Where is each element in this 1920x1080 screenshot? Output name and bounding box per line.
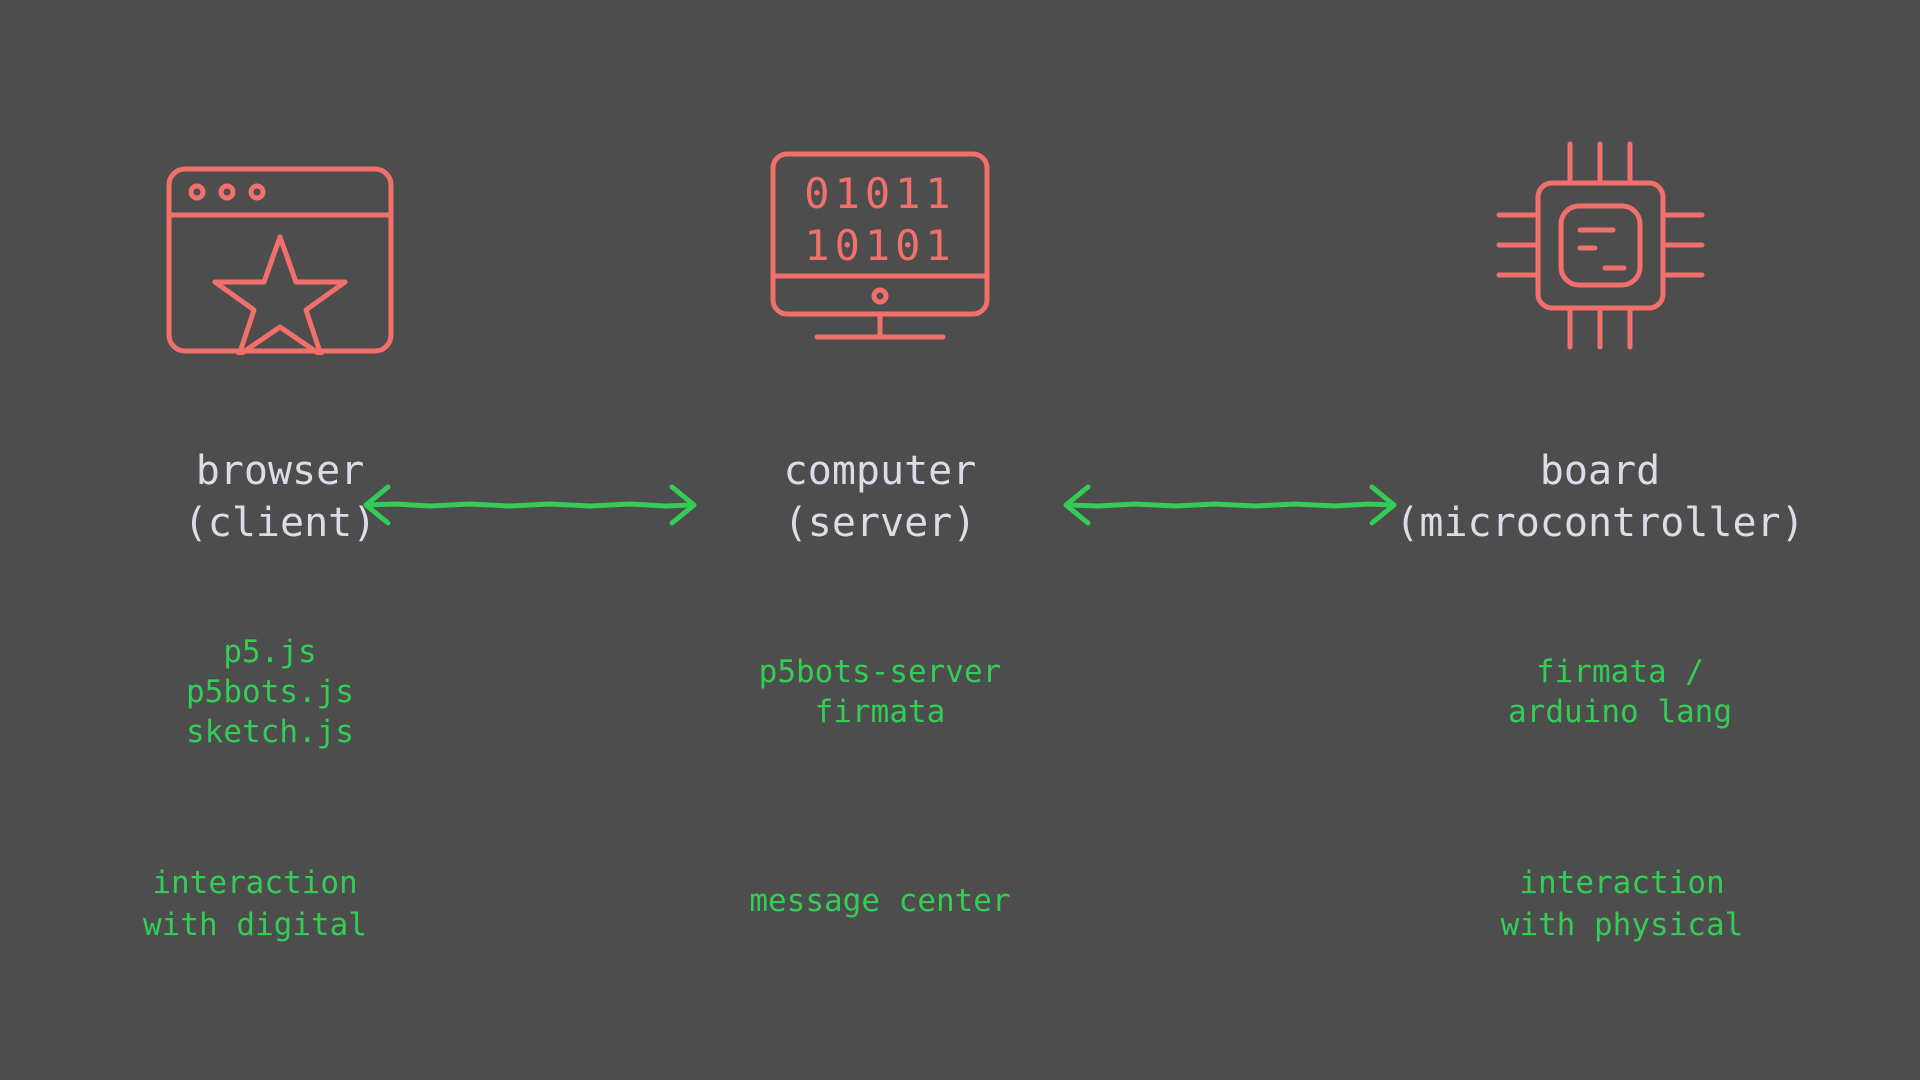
column-computer-title-line1: computer [783,448,977,494]
column-board: board (microcontroller) firmata / arduin… [1320,0,1880,1080]
column-browser-stack-line2: p5bots.js [186,674,354,710]
column-browser-stack: p5.js p5bots.js sketch.js [0,632,550,752]
monitor-binary-icon: 01011 10101 [770,151,990,340]
column-board-stack-line1: firmata / [1536,654,1704,690]
monitor-binary-row-2: 10101 [804,221,955,270]
column-computer-role-line1: message center [749,883,1011,919]
column-browser-stack-line1: p5.js [223,634,317,670]
browser-window-star-icon [166,166,394,355]
column-browser-role: interaction with digital [0,862,535,946]
column-board-title-line2: (microcontroller) [1395,500,1805,546]
column-board-role-line1: interaction [1519,865,1725,901]
arrow-computer-board [1040,470,1420,540]
column-computer-title: computer (server) [600,445,1160,549]
browser-window-star-icon-slot [0,150,560,370]
column-browser-stack-line3: sketch.js [186,714,354,750]
column-browser-role-line2: with digital [143,907,367,943]
double-headed-arrow-icon [363,484,697,526]
column-board-stack-line2: arduino lang [1508,694,1732,730]
column-board-title: board (microcontroller) [1250,445,1920,549]
column-browser-title-line2: (client) [183,500,377,546]
column-browser-role-line1: interaction [152,865,358,901]
column-browser-title-line1: browser [195,448,365,494]
arrow-browser-computer [340,470,720,540]
column-board-role: interaction with physical [1342,862,1902,946]
column-computer-stack: p5bots-server firmata [600,652,1160,732]
column-computer-stack-line2: firmata [814,694,946,730]
column-board-stack: firmata / arduino lang [1340,652,1900,732]
column-computer-title-line2: (server) [783,500,977,546]
column-computer: 01011 10101 computer (server) p5bots-ser… [600,0,1160,1080]
column-computer-stack-line1: p5bots-server [758,654,1002,690]
monitor-binary-icon-slot: 01011 10101 [600,140,1160,360]
column-board-title-line1: board [1539,448,1661,494]
double-headed-arrow-icon [1063,484,1397,526]
microchip-icon-slot [1320,135,1880,355]
monitor-binary-row-1: 01011 [804,169,955,218]
column-computer-role: message center [600,880,1160,922]
microchip-icon [1496,141,1704,349]
column-browser: browser (client) p5.js p5bots.js sketch.… [0,0,560,1080]
column-browser-title: browser (client) [0,445,560,549]
column-board-role-line2: with physical [1500,907,1744,943]
